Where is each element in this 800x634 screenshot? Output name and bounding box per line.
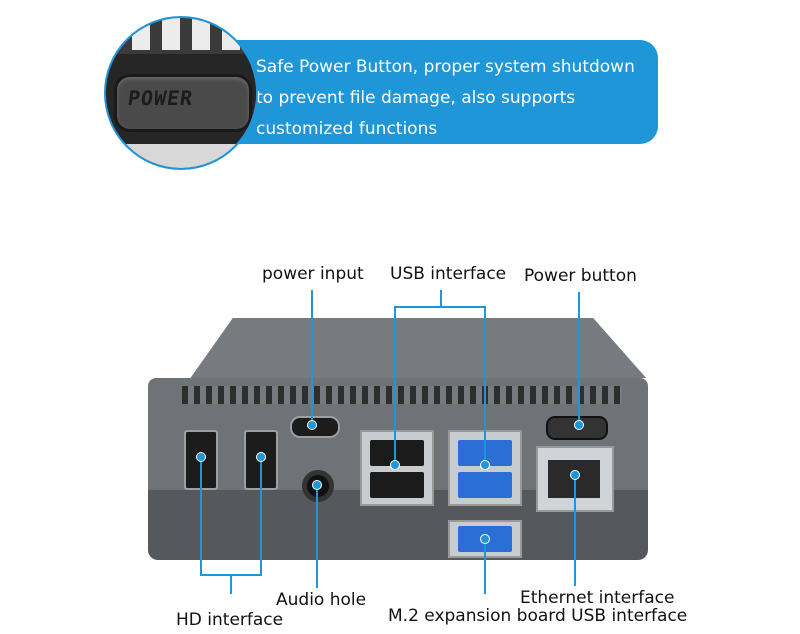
leader-usb: [440, 290, 442, 308]
leader-hd: [230, 574, 232, 594]
case-vents: [182, 386, 622, 404]
leader-hd: [260, 456, 262, 576]
zoom-power-text: POWER: [126, 86, 195, 110]
usb2-port-pair: [360, 430, 434, 506]
label-usb-interface: USB interface: [390, 264, 507, 284]
leader-dot: [390, 460, 400, 470]
leader-dot: [256, 452, 266, 462]
label-hd-interface: HD interface: [176, 610, 284, 630]
usb3-slot-bottom: [458, 472, 512, 498]
vent-stripe: [192, 18, 210, 50]
callout-description: Safe Power Button, proper system shutdow…: [256, 57, 635, 139]
leader-dot: [480, 534, 490, 544]
leader-dot: [480, 460, 490, 470]
leader-usb: [484, 306, 486, 464]
label-audio-hole: Audio hole: [276, 590, 367, 610]
zoom-base: [106, 144, 256, 168]
label-ethernet-interface: Ethernet interface: [520, 588, 675, 608]
usb2-slot-bottom: [370, 472, 424, 498]
leader-dot: [570, 470, 580, 480]
vent-stripe: [132, 18, 150, 50]
case-top: [190, 318, 647, 378]
usb3-port-pair: [448, 430, 522, 506]
label-m2-usb-interface: M.2 expansion board USB interface: [388, 606, 688, 626]
label-power-input: power input: [262, 264, 364, 284]
vent-stripe: [222, 18, 240, 50]
leader-usb: [394, 306, 486, 308]
leader-audio: [316, 484, 318, 588]
zoom-power-button: [114, 74, 252, 132]
leader-usb: [394, 306, 396, 464]
leader-dot: [574, 420, 584, 430]
leader-hd: [200, 456, 202, 576]
leader-dot: [312, 480, 322, 490]
vent-stripe: [162, 18, 180, 50]
leader-dot: [307, 420, 317, 430]
m2-usb-port: [448, 520, 522, 558]
leader-m2-usb: [484, 538, 486, 594]
label-power-button: Power button: [524, 266, 637, 286]
power-button-zoom-image: POWER: [104, 16, 258, 170]
leader-power-input: [311, 290, 313, 424]
leader-power-button: [578, 292, 580, 424]
leader-dot: [196, 452, 206, 462]
leader-ethernet: [574, 474, 576, 586]
